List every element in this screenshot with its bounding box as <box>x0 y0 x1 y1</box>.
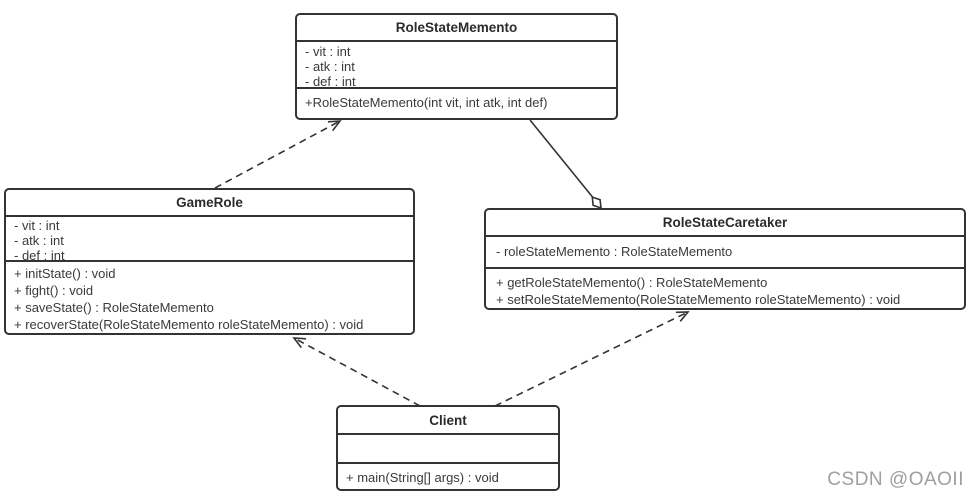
method: + saveState() : RoleStateMemento <box>14 300 214 315</box>
attribute: - vit : int <box>305 44 351 59</box>
class-gamerole-attributes: - vit : int - atk : int - def : int <box>6 217 413 262</box>
class-rolestatememento-methods: +RoleStateMemento(int vit, int atk, int … <box>297 89 616 118</box>
attribute: - def : int <box>305 74 356 89</box>
method: + setRoleStateMemento(RoleStateMemento r… <box>496 292 901 307</box>
dependency-client-to-caretaker-line <box>494 311 690 407</box>
dependency-client-to-gamerole-line <box>292 337 421 407</box>
class-rolestatecaretaker-title: RoleStateCaretaker <box>486 210 964 237</box>
class-client-attributes-empty <box>338 435 558 464</box>
class-rolestatecaretaker: RoleStateCaretaker - roleStateMemento : … <box>484 208 966 310</box>
method: +RoleStateMemento(int vit, int atk, int … <box>305 95 548 110</box>
class-rolestatememento-title: RoleStateMemento <box>297 15 616 42</box>
attribute: - atk : int <box>14 233 64 248</box>
class-client: Client + main(String[] args) : void <box>336 405 560 491</box>
method: + recoverState(RoleStateMemento roleStat… <box>14 317 364 332</box>
method: + getRoleStateMemento() : RoleStateMemen… <box>496 275 768 290</box>
class-gamerole: GameRole - vit : int - atk : int - def :… <box>4 188 415 335</box>
attribute: - roleStateMemento : RoleStateMemento <box>496 244 733 259</box>
method: + main(String[] args) : void <box>346 470 499 485</box>
aggregation-diamond-icon <box>591 195 602 210</box>
class-rolestatecaretaker-attributes: - roleStateMemento : RoleStateMemento <box>486 237 964 269</box>
class-gamerole-title: GameRole <box>6 190 413 217</box>
attribute: - atk : int <box>305 59 355 74</box>
class-rolestatememento-attributes: - vit : int - atk : int - def : int <box>297 42 616 89</box>
aggregation-caretaker-to-memento-line <box>529 119 594 198</box>
method: + fight() : void <box>14 283 94 298</box>
attribute: - def : int <box>14 248 65 262</box>
class-rolestatememento: RoleStateMemento - vit : int - atk : int… <box>295 13 618 120</box>
csdn-watermark: CSDN @OAOII <box>827 469 964 490</box>
method: + initState() : void <box>14 266 116 281</box>
dependency-gamerole-to-memento-line <box>214 120 342 189</box>
attribute: - vit : int <box>14 218 60 233</box>
class-gamerole-methods: + initState() : void + fight() : void + … <box>6 262 413 333</box>
class-client-methods: + main(String[] args) : void <box>338 464 558 489</box>
class-rolestatecaretaker-methods: + getRoleStateMemento() : RoleStateMemen… <box>486 269 964 308</box>
class-client-title: Client <box>338 407 558 435</box>
